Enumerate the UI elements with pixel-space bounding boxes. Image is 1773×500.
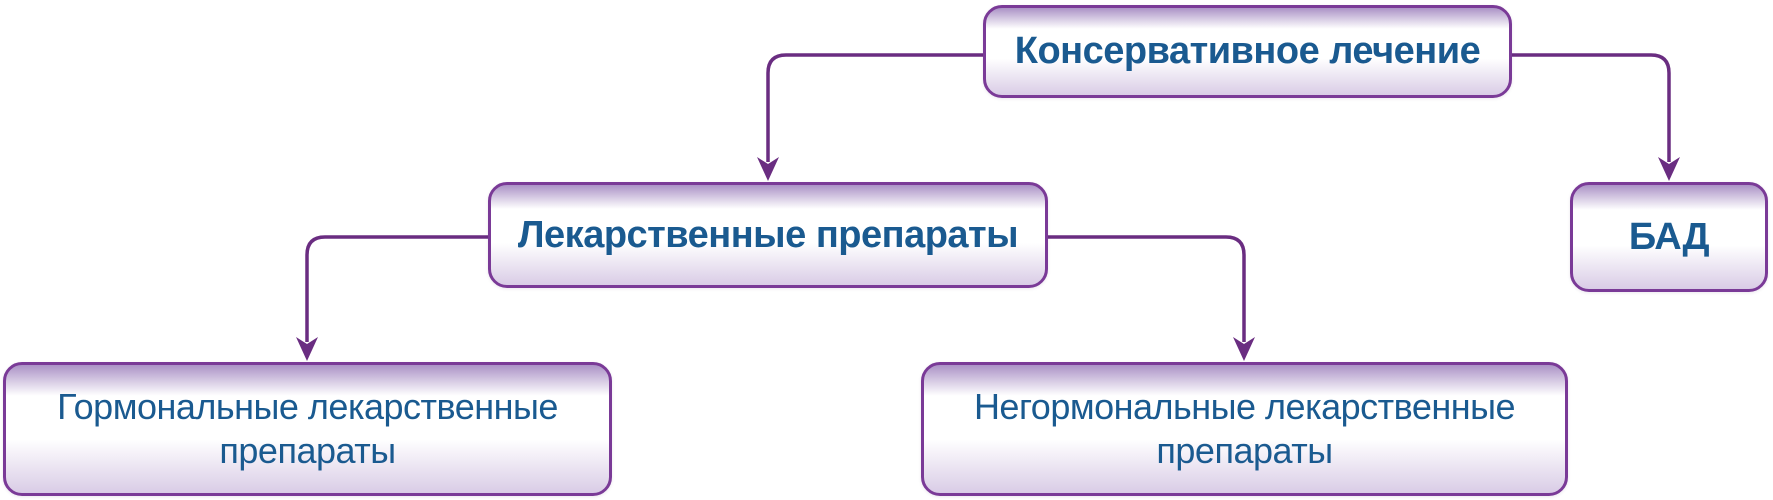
arrowhead-root-to-bad [1658, 157, 1680, 181]
node-nonhormonal-drugs-label: Негормональные лекарственные препараты [973, 386, 1516, 471]
node-hormonal-drugs: Гормональные лекарственные препараты [3, 362, 612, 496]
node-hormonal-drugs-label: Гормональные лекарственные препараты [57, 386, 558, 471]
node-nonhormonal-drugs: Негормональные лекарственные препараты [921, 362, 1568, 496]
arrowhead-drugs-to-nonhormonal [1233, 337, 1255, 361]
connector-drugs-to-nonhormonal [1048, 235, 1246, 342]
node-conservative-treatment: Консервативное лечение [983, 5, 1512, 98]
node-dietary-supplements: БАД [1570, 182, 1768, 292]
node-medicinal-drugs: Лекарственные препараты [488, 182, 1048, 288]
connector-root-to-bad [1512, 53, 1671, 162]
node-medicinal-drugs-label: Лекарственные препараты [517, 213, 1019, 256]
arrowhead-root-to-drugs [757, 157, 779, 181]
connector-root-to-drugs [766, 53, 983, 162]
node-conservative-treatment-label: Консервативное лечение [1014, 30, 1481, 73]
arrowhead-drugs-to-hormonal [296, 337, 318, 361]
connector-drugs-to-hormonal [305, 235, 488, 342]
node-dietary-supplements-label: БАД [1628, 215, 1710, 258]
